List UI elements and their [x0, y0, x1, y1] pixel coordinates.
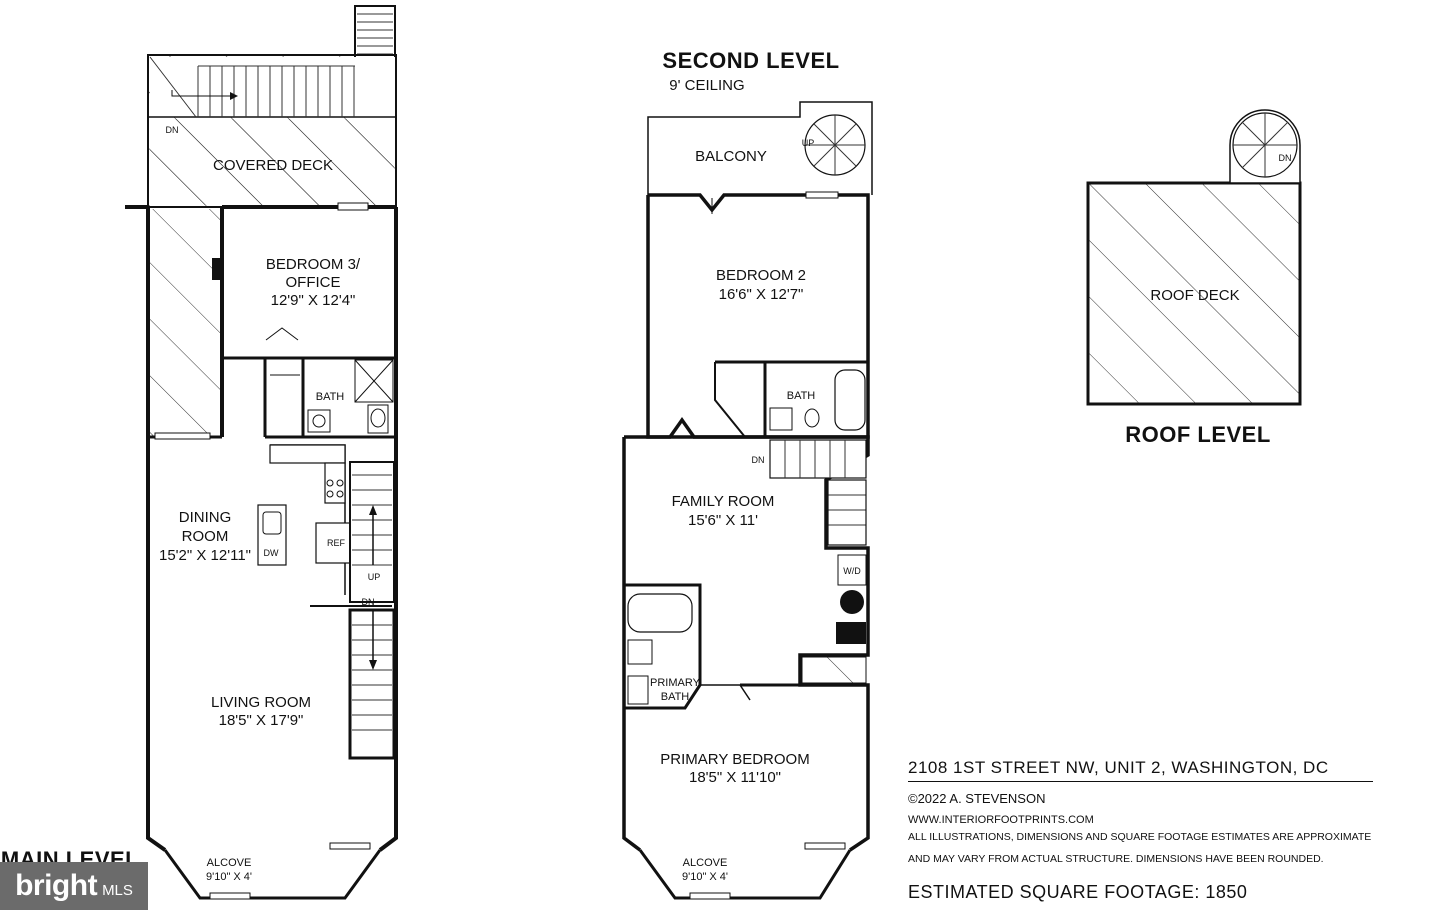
primary-bath-label-2: BATH [661, 691, 690, 703]
bedroom2-label: BEDROOM 2 [716, 267, 806, 284]
family-room-dims: 15'6" X 11' [688, 512, 758, 529]
plan-info-block: 2108 1ST STREET NW, UNIT 2, WASHINGTON, … [908, 758, 1433, 903]
bedroom3-label-2: OFFICE [286, 274, 341, 291]
estimated-square-footage: ESTIMATED SQUARE FOOTAGE: 1850 [908, 882, 1248, 902]
deck-dn-label: DN [166, 125, 179, 135]
dishwasher-label: DW [264, 548, 279, 558]
dining-dims: 15'2" X 12'11" [159, 547, 251, 564]
roof-deck-label: ROOF DECK [1150, 287, 1239, 304]
property-address: 2108 1ST STREET NW, UNIT 2, WASHINGTON, … [908, 758, 1373, 782]
living-room-dims: 18'5" X 17'9" [219, 712, 304, 729]
balcony-up-label: UP [802, 138, 815, 148]
disclaimer-line-1: ALL ILLUSTRATIONS, DIMENSIONS AND SQUARE… [908, 831, 1372, 843]
primary-bedroom-dims: 18'5" X 11'10" [689, 769, 781, 786]
living-room-label: LIVING ROOM [211, 694, 311, 711]
disclaimer-line-2: AND MAY VARY FROM ACTUAL STRUCTURE. DIME… [908, 853, 1324, 865]
roof-dn-label: DN [1279, 153, 1292, 163]
logo-brand: bright [15, 869, 98, 902]
second-level-subtitle: 9' CEILING [669, 77, 744, 94]
covered-deck-label: COVERED DECK [213, 157, 333, 174]
family-room-label: FAMILY ROOM [672, 493, 775, 510]
roof-level-title: ROOF LEVEL [1125, 422, 1271, 447]
second-dn-label: DN [752, 455, 765, 465]
brightmls-logo: bright MLS [0, 862, 148, 910]
copyright-text: ©2022 A. STEVENSON [908, 791, 1046, 806]
roof-deck [1086, 181, 1302, 406]
dining-label-1: DINING [179, 509, 232, 526]
second-level-plan [622, 101, 873, 900]
main-level-plan [125, 5, 398, 900]
refrigerator-label: REF [327, 538, 346, 548]
main-alcove-dims: 9'10" X 4' [206, 871, 252, 883]
balcony-label: BALCONY [695, 148, 767, 165]
main-alcove-label: ALCOVE [207, 857, 252, 869]
second-bath-label: BATH [787, 390, 816, 402]
bedroom3-label-1: BEDROOM 3/ [266, 256, 361, 273]
second-level-title: SECOND LEVEL [662, 48, 839, 73]
primary-bedroom-label: PRIMARY BEDROOM [660, 751, 809, 768]
stair-dn-label: DN [362, 597, 375, 607]
main-bath-label: BATH [316, 391, 345, 403]
primary-bath-label-1: PRIMARY [650, 677, 701, 689]
washer-dryer-label: W/D [843, 566, 861, 576]
logo-suffix: MLS [102, 881, 133, 899]
stair-up-label: UP [368, 572, 381, 582]
website-link[interactable]: WWW.INTERIORFOOTPRINTS.COM [908, 814, 1094, 826]
second-alcove-label: ALCOVE [683, 857, 728, 869]
roof-level-plan [1086, 109, 1302, 406]
dining-label-2: ROOM [182, 528, 229, 545]
bedroom2-dims: 16'6" X 12'7" [719, 286, 804, 303]
second-alcove-dims: 9'10" X 4' [682, 871, 728, 883]
bedroom3-dims: 12'9" X 12'4" [271, 292, 356, 309]
